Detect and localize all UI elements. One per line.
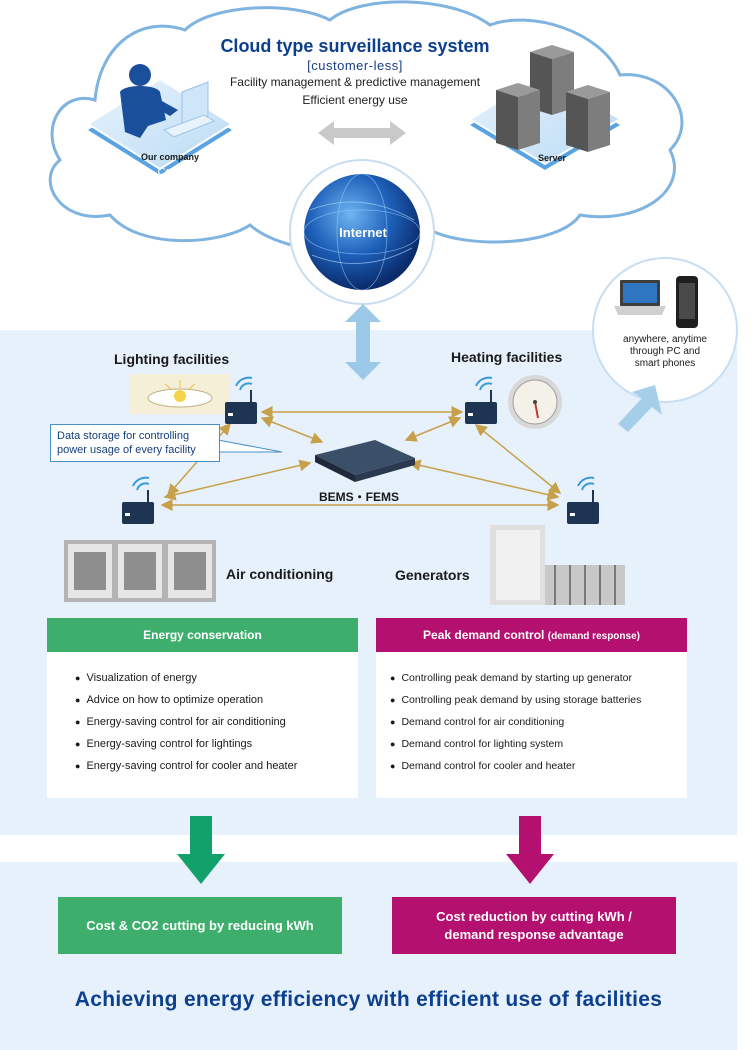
air-conditioner-image [64, 540, 216, 602]
peak-demand-title: Peak demand control [423, 628, 545, 642]
magenta-result-line-1: Cost reduction by cutting kWh / [436, 908, 632, 924]
server-rack-2 [496, 83, 540, 150]
peak-demand-title-suffix: (demand response) [547, 631, 640, 642]
remote-text-3: smart phones [634, 358, 696, 369]
sensor-lighting [225, 376, 257, 424]
energy-conservation-box: Energy conservation Visualization of ene… [47, 618, 358, 798]
company-tile [86, 64, 234, 175]
heating-label: Heating facilities [451, 349, 563, 365]
internet-bems-arrow [345, 304, 381, 380]
company-name: Cooli [157, 166, 183, 178]
company-label: Our company [140, 152, 199, 162]
cloud-line-1: Facility management & predictive managem… [229, 75, 481, 89]
data-storage-callout: Data storage for controlling power usage… [50, 424, 220, 462]
server-tile [468, 45, 622, 170]
remote-bubble [592, 257, 738, 403]
list-item: Advice on how to optimize operation [75, 689, 297, 711]
internet-globe [289, 159, 435, 305]
bems-label: BEMS・FEMS [318, 490, 399, 504]
callout-line-2: power usage of every facility [57, 444, 196, 456]
magenta-result-box: Cost reduction by cutting kWh / demand r… [392, 897, 676, 954]
green-down-arrow [177, 816, 225, 884]
bems-device [315, 440, 415, 482]
lighting-label: Lighting facilities [114, 351, 230, 367]
remote-arrow [618, 385, 662, 432]
magenta-result-line-2: demand response advantage [444, 926, 624, 942]
peak-demand-list: Controlling peak demand by starting up g… [390, 667, 641, 777]
magenta-down-arrow [506, 816, 554, 884]
footer-headline: Achieving energy efficiency with efficie… [74, 988, 663, 1011]
list-item: Visualization of energy [75, 667, 297, 689]
green-result-box: Cost & CO2 cutting by reducing kWh [58, 897, 342, 954]
remote-text-1: anywhere, anytime [623, 334, 707, 345]
energy-conservation-header: Energy conservation [47, 618, 358, 652]
remote-text-2: through PC and [629, 346, 701, 357]
internet-label: Internet [339, 225, 387, 240]
energy-conservation-list: Visualization of energy Advice on how to… [75, 667, 297, 777]
list-item: Demand control for cooler and heater [390, 755, 641, 777]
list-item: Demand control for air conditioning [390, 711, 641, 733]
cloud-title: Cloud type surveillance system [220, 36, 490, 56]
generators-label: Generators [395, 567, 470, 583]
server-rack-3 [566, 85, 610, 152]
list-item: Energy-saving control for cooler and hea… [75, 755, 297, 777]
cloud-line-2: Efficient energy use [302, 93, 408, 107]
sensor-air [122, 476, 154, 524]
lighting-image [130, 374, 230, 414]
callout-line-1: Data storage for controlling [57, 430, 190, 442]
heating-gauge-icon [508, 375, 562, 429]
sensor-heating [465, 376, 497, 424]
peak-demand-header: Peak demand control (demand response) [376, 618, 687, 652]
remote-access-text: anywhere, anytime through PC and smart p… [600, 334, 730, 370]
server-label: Server [537, 153, 567, 163]
callout-pointer [217, 439, 283, 453]
generator-image [490, 525, 625, 605]
list-item: Demand control for lighting system [390, 733, 641, 755]
cloud-subtitle: [customer-less] [307, 58, 403, 73]
list-item: Controlling peak demand by using storage… [390, 689, 641, 711]
list-item: Controlling peak demand by starting up g… [390, 667, 641, 689]
list-item: Energy-saving control for lightings [75, 733, 297, 755]
cloud-link-arrow [318, 121, 406, 145]
results-panel [0, 862, 737, 1050]
peak-demand-box: Peak demand control (demand response) Co… [376, 618, 687, 798]
sensor-generator [567, 476, 599, 524]
list-item: Energy-saving control for air conditioni… [75, 711, 297, 733]
air-conditioning-label: Air conditioning [226, 566, 334, 582]
